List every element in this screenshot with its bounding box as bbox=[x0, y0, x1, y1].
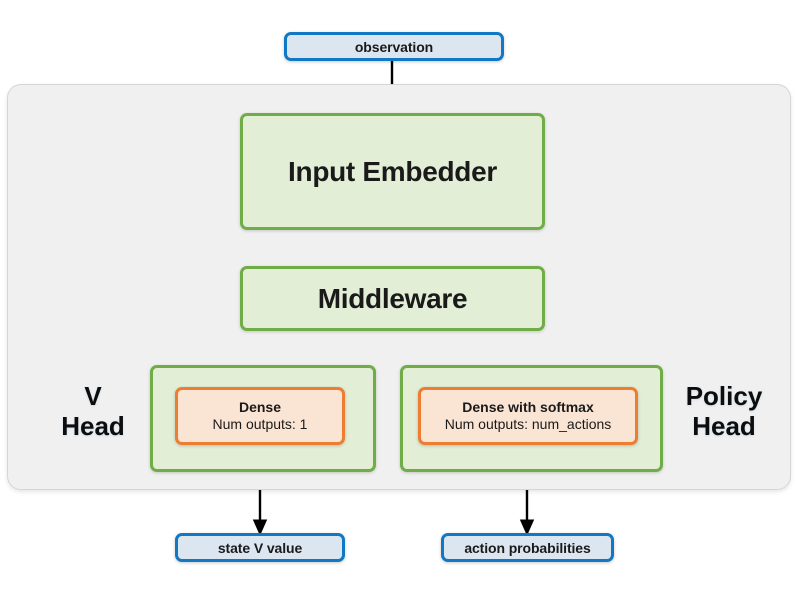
state-v-value-node[interactable]: state V value bbox=[175, 533, 345, 562]
v-head-caption-line2: Head bbox=[61, 410, 125, 441]
policy-head-dense-title: Dense with softmax bbox=[462, 398, 594, 415]
input-embedder-label: Input Embedder bbox=[288, 155, 497, 187]
observation-node[interactable]: observation bbox=[284, 32, 504, 61]
v-head-dense-subtitle: Num outputs: 1 bbox=[212, 416, 308, 432]
v-head-caption-line1: V bbox=[84, 381, 102, 411]
policy-head-caption-line2: Head bbox=[692, 410, 756, 441]
state-v-value-label: state V value bbox=[217, 539, 303, 556]
action-probabilities-label: action probabilities bbox=[464, 539, 591, 556]
v-head-caption: V Head bbox=[38, 381, 148, 442]
middleware-label: Middleware bbox=[317, 282, 468, 314]
policy-head-caption: Policy Head bbox=[664, 381, 784, 442]
v-head-dense-node[interactable]: Dense Num outputs: 1 bbox=[175, 387, 345, 445]
policy-head-dense-subtitle: Num outputs: num_actions bbox=[444, 416, 612, 432]
input-embedder-node[interactable]: Input Embedder bbox=[240, 113, 545, 230]
observation-label: observation bbox=[354, 38, 434, 55]
action-probabilities-node[interactable]: action probabilities bbox=[441, 533, 614, 562]
v-head-dense-title: Dense bbox=[238, 398, 282, 415]
policy-head-dense-node[interactable]: Dense with softmax Num outputs: num_acti… bbox=[418, 387, 638, 445]
policy-head-caption-line1: Policy bbox=[685, 381, 763, 411]
middleware-node[interactable]: Middleware bbox=[240, 266, 545, 331]
